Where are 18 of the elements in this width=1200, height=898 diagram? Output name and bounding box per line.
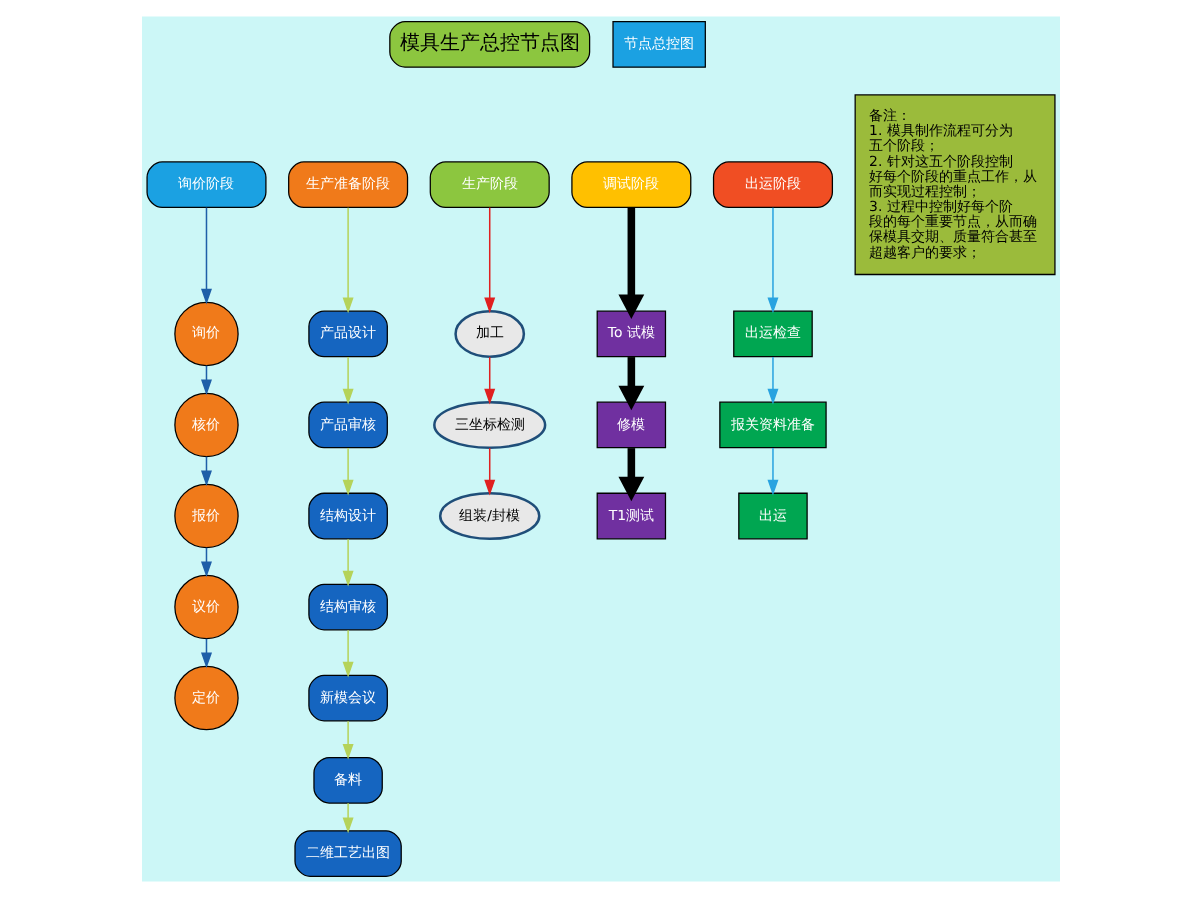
arrow <box>483 447 495 496</box>
arrow <box>341 629 353 678</box>
arrow <box>483 356 495 405</box>
arrow <box>341 720 353 760</box>
arrow <box>341 206 353 314</box>
arrow <box>200 206 211 305</box>
arrow <box>341 356 353 405</box>
arrow <box>766 206 778 314</box>
arrow <box>766 447 778 496</box>
arrow <box>766 356 778 405</box>
arrow <box>341 802 353 834</box>
arrow <box>341 538 353 587</box>
arrow <box>341 447 353 496</box>
arrow <box>617 357 644 411</box>
arrow <box>483 206 495 314</box>
node-box: 模具生产总控节点图 <box>388 21 590 68</box>
arrow <box>617 207 644 320</box>
arrow <box>617 448 644 502</box>
